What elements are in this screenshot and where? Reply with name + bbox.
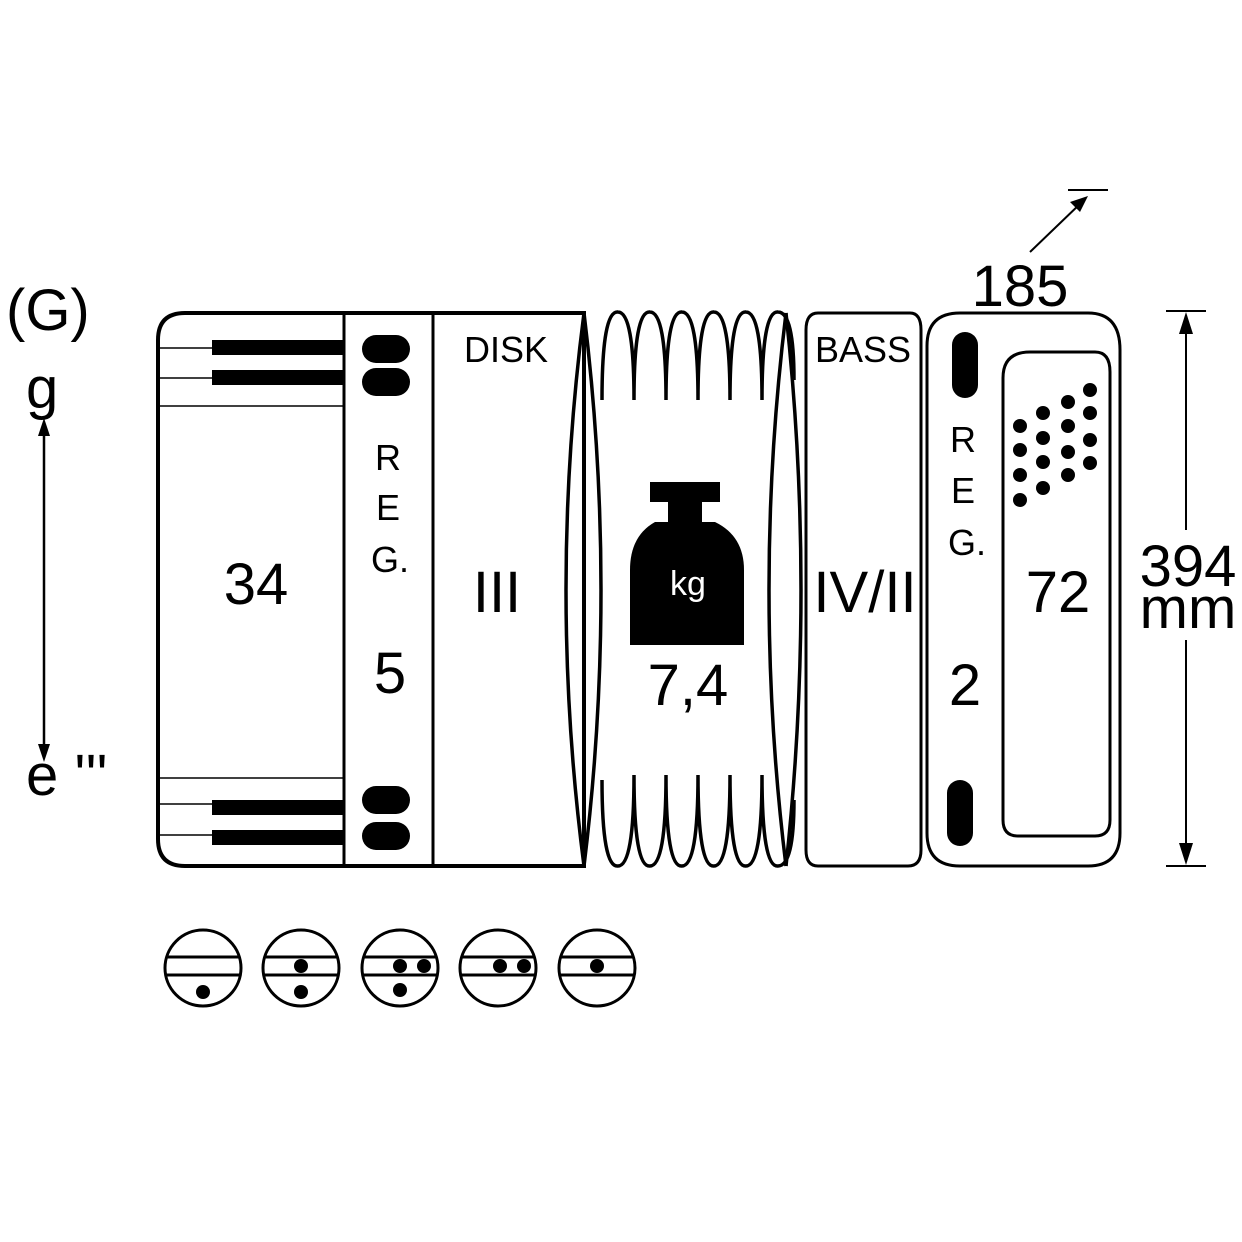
- register-symbol-4: [458, 928, 538, 1008]
- height-unit: mm: [1140, 576, 1237, 641]
- weight-unit-label: kg: [670, 565, 706, 603]
- treble-section: 34 R E G. 5 DISK III: [156, 311, 586, 868]
- treble-key-count: 34: [224, 552, 289, 617]
- bass-section: BASS IV/II R E G. 2 72: [804, 311, 1122, 868]
- bass-register-button: [952, 332, 978, 398]
- bass-register-letter-g: G.: [948, 522, 986, 563]
- depth-dimension: 185: [972, 189, 1108, 319]
- weight-value: 7,4: [648, 653, 729, 718]
- disk-label: DISK: [464, 329, 548, 370]
- bass-buttons-icon: [1013, 383, 1097, 507]
- highest-note-label: e ''': [26, 743, 108, 808]
- black-key: [212, 340, 344, 355]
- register-symbol-1: [163, 928, 243, 1008]
- register-symbol-3: [360, 928, 440, 1008]
- bass-register-button: [947, 780, 973, 846]
- register-symbols: [163, 928, 637, 1008]
- black-key: [212, 370, 344, 385]
- range-arrow: [38, 418, 50, 762]
- weight-icon: kg: [630, 482, 744, 645]
- register-button: [362, 786, 410, 814]
- depth-value: 185: [972, 254, 1069, 319]
- bass-reed-ranks: IV/II: [813, 560, 916, 625]
- treble-register-letter-g: G.: [371, 539, 409, 580]
- treble-register-letter-e: E: [376, 487, 400, 528]
- register-button: [362, 335, 410, 363]
- register-symbol-5: [557, 928, 637, 1008]
- black-key: [212, 800, 344, 815]
- treble-register-count: 5: [374, 641, 406, 706]
- black-key: [212, 830, 344, 845]
- register-button: [362, 368, 410, 396]
- bass-label: BASS: [815, 329, 911, 370]
- register-symbol-2: [261, 928, 341, 1008]
- lowest-note-label: g: [26, 356, 58, 421]
- height-dimension: 394 mm: [1140, 310, 1237, 867]
- height-value: 394: [1140, 534, 1237, 599]
- bellows-section: [564, 310, 803, 868]
- bass-register-count: 2: [949, 653, 981, 718]
- treble-register-letter-r: R: [375, 437, 401, 478]
- bass-register-letter-e: E: [951, 470, 975, 511]
- extended-range-label: (G): [6, 278, 90, 343]
- bass-button-count: 72: [1026, 560, 1091, 625]
- register-button: [362, 822, 410, 850]
- bass-register-letter-r: R: [950, 419, 976, 460]
- treble-reed-ranks: III: [473, 560, 521, 625]
